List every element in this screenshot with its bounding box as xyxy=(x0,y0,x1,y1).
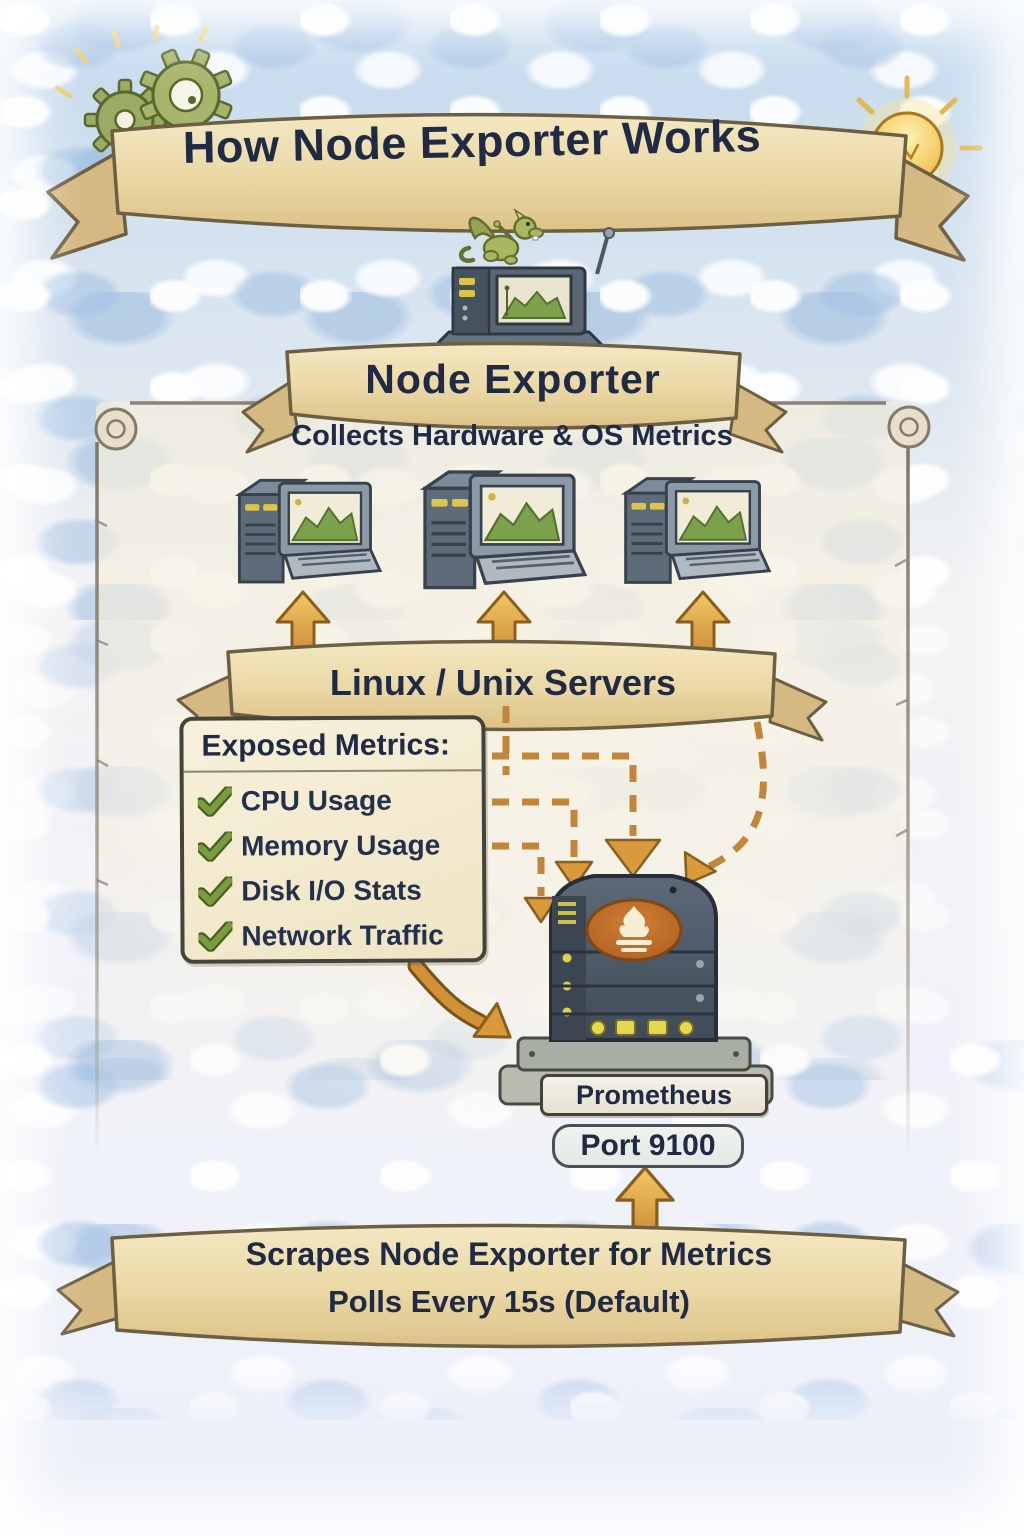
metric-item-network: Network Traffic xyxy=(198,912,472,958)
check-icon xyxy=(198,921,233,952)
server-icon-left xyxy=(237,478,382,584)
check-icon xyxy=(198,876,233,907)
node-exporter-banner-label: Node Exporter xyxy=(365,356,661,402)
metric-label: CPU Usage xyxy=(240,784,392,816)
port-badge: Port 9100 xyxy=(552,1124,744,1168)
scrape-banner-line1: Scrapes Node Exporter for Metrics xyxy=(245,1236,773,1272)
node-exporter-banner-ribbon xyxy=(241,341,788,454)
exposed-metrics-list: CPU Usage Memory Usage Disk I/O Stats Ne… xyxy=(184,777,483,959)
metric-label: Memory Usage xyxy=(240,828,441,861)
linux-servers-banner-ribbon xyxy=(176,639,828,742)
server-icon-right xyxy=(624,477,771,584)
dashed-arrow-3 xyxy=(492,842,545,896)
scrape-banner-line2: Polls Every 15s (Default) xyxy=(328,1284,690,1319)
port-label: Port 9100 xyxy=(580,1129,716,1162)
dragon-mascot-icon xyxy=(459,207,544,265)
exposed-metrics-panel: Exposed Metrics: CPU Usage Memory Usage … xyxy=(179,715,487,964)
prometheus-label: Prometheus xyxy=(575,1079,733,1110)
prometheus-label-plaque: Prometheus xyxy=(540,1074,768,1116)
bottom-banner-ribbon xyxy=(56,1223,960,1349)
metric-item-cpu: CPU Usage xyxy=(197,777,472,823)
node-exporter-subtitle: Collects Hardware & OS Metrics xyxy=(291,420,733,452)
dashed-arrow-4 xyxy=(700,721,768,874)
dashed-arrow-2 xyxy=(492,798,578,860)
dashed-arrowhead-3 xyxy=(523,896,559,924)
dashed-arrowhead-4 xyxy=(683,851,717,886)
metric-item-disk: Disk I/O Stats xyxy=(198,867,472,913)
dashed-arrowhead-2 xyxy=(554,860,594,890)
metric-label: Disk I/O Stats xyxy=(241,874,422,906)
metric-item-memory: Memory Usage xyxy=(197,822,472,868)
title-banner-ribbon xyxy=(46,112,970,262)
server-icon-center xyxy=(423,470,587,590)
check-icon xyxy=(197,786,232,817)
curved-arrow xyxy=(407,957,512,1039)
dashed-arrowhead-1 xyxy=(604,838,662,878)
exposed-metrics-heading: Exposed Metrics: xyxy=(183,719,482,773)
prometheus-flame-icon xyxy=(616,906,652,952)
check-icon xyxy=(197,831,233,862)
linux-servers-banner-label: Linux / Unix Servers xyxy=(329,662,677,703)
node-exporter-device xyxy=(423,207,615,356)
dashed-arrow-1 xyxy=(492,752,637,836)
metric-label: Network Traffic xyxy=(241,918,444,951)
arrow-up-icon-bottom xyxy=(615,1166,675,1233)
